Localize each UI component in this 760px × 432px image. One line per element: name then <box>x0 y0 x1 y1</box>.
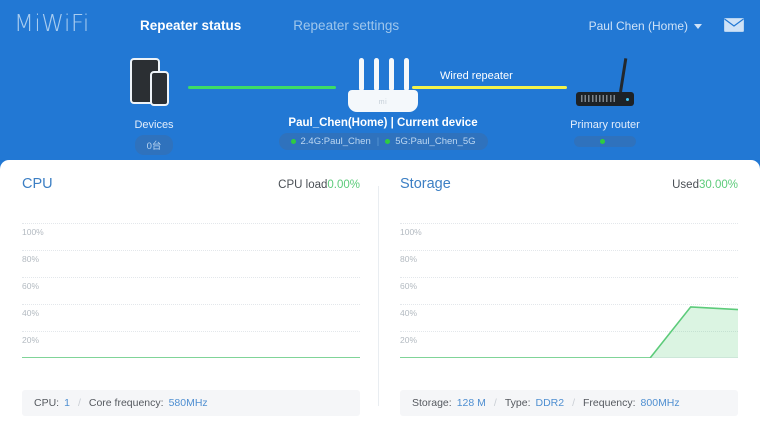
cpu-panel: CPU CPU load0.00% 100% 80% 60% 40% 20% CPU: … <box>22 176 360 416</box>
y-axis-tick-label: 60% <box>22 281 40 292</box>
gridline <box>22 331 360 333</box>
cpu-count-value: 1 <box>64 397 70 409</box>
wired-repeater-label: Wired repeater <box>440 70 513 82</box>
mi-brand-mark: mi <box>378 99 388 106</box>
footer-separator: / <box>493 397 497 409</box>
footer-separator: / <box>77 397 81 409</box>
user-menu[interactable]: Paul Chen (Home) <box>589 19 702 33</box>
node-devices[interactable]: Devices 0台 <box>106 58 202 155</box>
storage-type-value: DDR2 <box>535 397 565 409</box>
storage-used-label: Used <box>672 179 699 191</box>
footer-separator: / <box>572 397 576 409</box>
chevron-down-icon <box>694 23 702 29</box>
panel-divider <box>378 186 379 406</box>
ssid-badges: 2.4G:Paul_Chen | 5G:Paul_Chen_5G <box>278 133 488 150</box>
status-dot-24g <box>290 139 296 144</box>
storage-panel-header: Storage Used30.00% <box>400 176 738 198</box>
storage-freq-value: 800MHz <box>640 397 680 409</box>
cpu-freq-value: 580MHz <box>168 397 208 409</box>
main-nav: Repeater status Repeater settings <box>140 18 399 33</box>
y-axis-tick-label: 100% <box>22 227 44 238</box>
current-device-label: Paul_Chen(Home) | Current device <box>288 117 478 129</box>
stats-panel-container: CPU CPU load0.00% 100% 80% 60% 40% 20% CPU: … <box>0 160 760 432</box>
gridline <box>22 304 360 306</box>
cpu-load-metric: CPU load0.00% <box>278 179 360 191</box>
node-current-device[interactable]: mi Paul_Chen(Home) | Current device 2.4G… <box>268 56 498 150</box>
storage-used-metric: Used30.00% <box>672 179 738 191</box>
modem-router-icon <box>574 58 636 114</box>
badge-separator: | <box>376 136 380 147</box>
cpu-load-value: 0.00% <box>327 179 360 191</box>
storage-footer: Storage: 128 M / Type: DDR2 / Frequency:… <box>400 390 738 416</box>
devices-count-badge: 0台 <box>134 135 174 155</box>
y-axis-tick-label: 80% <box>22 254 40 265</box>
wifi-router-icon: mi <box>345 56 421 112</box>
tab-repeater-status[interactable]: Repeater status <box>140 18 242 33</box>
storage-size-value: 128 M <box>456 397 486 409</box>
y-axis-tick-label: 80% <box>400 254 418 265</box>
primary-router-label: Primary router <box>570 119 640 131</box>
link-devices-to-router <box>188 86 336 89</box>
gridline <box>400 277 738 279</box>
y-axis-tick-label: 40% <box>400 308 418 319</box>
y-axis-tick-label: 40% <box>22 308 40 319</box>
stats-panels: CPU CPU load0.00% 100% 80% 60% 40% 20% CPU: … <box>22 176 738 416</box>
gridline <box>400 223 738 225</box>
primary-router-status-badge <box>574 136 636 147</box>
network-topology: Devices 0台 mi Paul_Chen(Home) | Current … <box>0 52 760 162</box>
storage-used-value: 30.00% <box>698 179 738 191</box>
cpu-title: CPU <box>22 176 53 192</box>
cpu-footer: CPU: 1 / Core frequency: 580MHz <box>22 390 360 416</box>
gridline <box>400 250 738 252</box>
cpu-count-label: CPU: <box>34 397 60 409</box>
miwifi-logo: MiWiFi <box>14 11 90 37</box>
y-axis-tick-label: 20% <box>22 335 40 346</box>
storage-size-label: Storage: <box>412 397 452 409</box>
storage-title: Storage <box>400 176 451 192</box>
devices-tablet-phone-icon <box>124 58 184 114</box>
app-header: MiWiFi Repeater status Repeater settings… <box>0 0 760 52</box>
storage-panel: Storage Used30.00% 100% 80% 60% 40% 20% Stor… <box>400 176 738 416</box>
gridline <box>22 277 360 279</box>
storage-type-label: Type: <box>504 397 531 409</box>
cpu-freq-label: Core frequency: <box>88 397 164 409</box>
gridline <box>400 331 738 333</box>
y-axis-tick-label: 20% <box>400 335 418 346</box>
phone-icon <box>150 71 169 106</box>
node-primary-router[interactable]: Primary router <box>557 58 653 149</box>
link-router-to-primary <box>412 86 567 89</box>
series-line <box>400 307 738 358</box>
ssid-5g-label: 5G:Paul_Chen_5G <box>395 136 476 147</box>
chart-series <box>22 210 360 358</box>
cpu-chart: 100% 80% 60% 40% 20% <box>22 210 360 358</box>
cpu-panel-header: CPU CPU load0.00% <box>22 176 360 198</box>
ssid-24g-label: 2.4G:Paul_Chen <box>300 136 371 147</box>
devices-label: Devices <box>134 119 174 131</box>
gridline <box>22 223 360 225</box>
tab-repeater-settings[interactable]: Repeater settings <box>293 18 400 33</box>
gridline <box>400 304 738 306</box>
storage-freq-label: Frequency: <box>583 397 636 409</box>
series-area <box>400 306 738 358</box>
chart-series <box>400 210 738 358</box>
user-name: Paul Chen (Home) <box>588 19 688 33</box>
y-axis-tick-label: 60% <box>400 281 418 292</box>
storage-chart: 100% 80% 60% 40% 20% <box>400 210 738 358</box>
status-dot-primary <box>600 139 605 144</box>
y-axis-tick-label: 100% <box>400 227 422 238</box>
gridline <box>22 250 360 252</box>
envelope-icon[interactable] <box>724 18 744 37</box>
cpu-load-label: CPU load <box>278 179 328 191</box>
status-dot-5g <box>385 139 391 144</box>
